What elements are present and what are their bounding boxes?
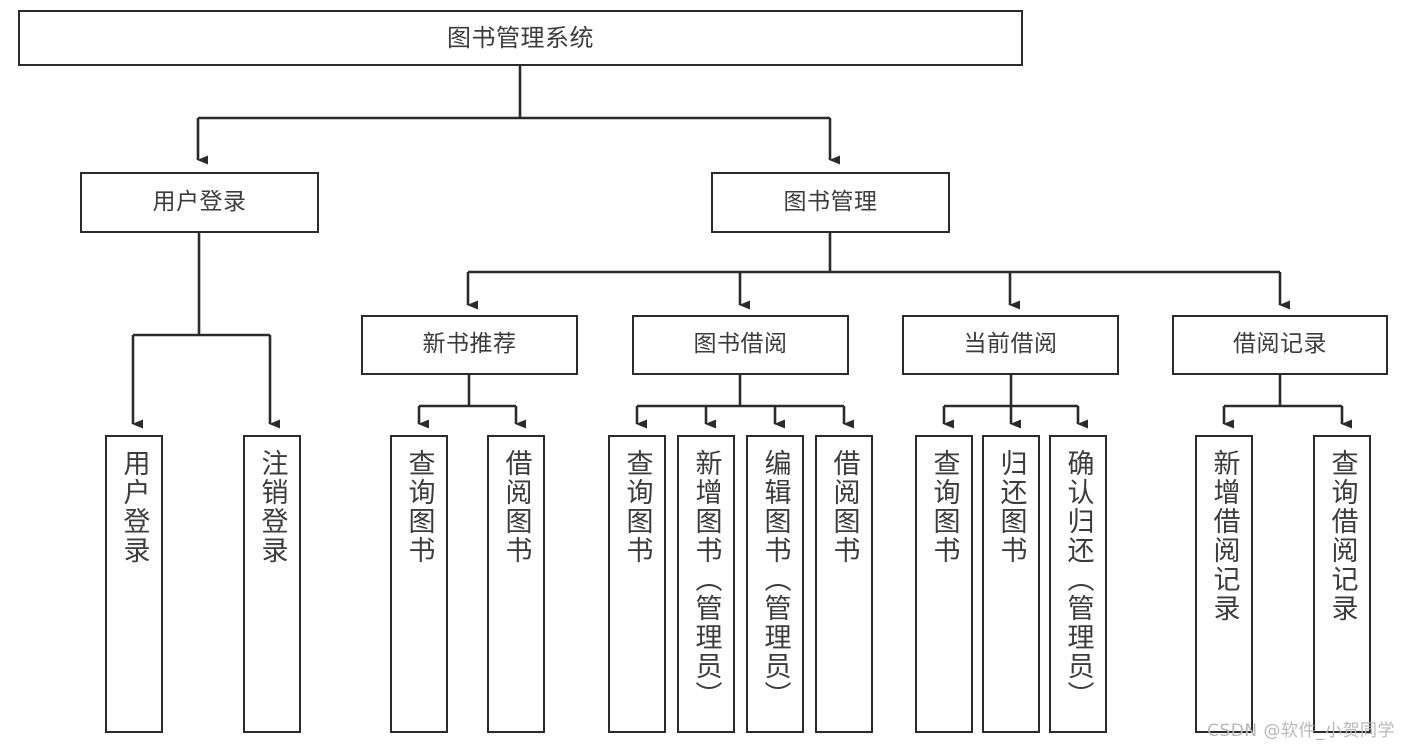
leaf-user-login-logout-label: 注销登录 [256, 449, 288, 565]
node-root-label: 图书管理系统 [447, 23, 594, 52]
node-current-borrow[interactable]: 当前借阅 [902, 315, 1119, 375]
node-book-borrow-label: 图书借阅 [693, 331, 788, 358]
leaf-book-borrow-query[interactable]: 查询图书 [608, 435, 666, 733]
node-new-book-recommend[interactable]: 新书推荐 [361, 315, 578, 375]
node-root[interactable]: 图书管理系统 [18, 10, 1023, 66]
leaf-borrow-record-add-label: 新增借阅记录 [1208, 449, 1240, 623]
node-current-borrow-label: 当前借阅 [963, 331, 1058, 358]
leaf-book-borrow-edit[interactable]: 编辑图书（管理员） [746, 435, 804, 733]
leaf-current-borrow-query-label: 查询图书 [928, 449, 960, 565]
node-user-login-label: 用户登录 [152, 188, 247, 215]
watermark: CSDN @软件_小贺同学 [1207, 721, 1395, 741]
node-new-book-recommend-label: 新书推荐 [422, 331, 517, 358]
leaf-current-borrow-return[interactable]: 归还图书 [982, 435, 1040, 733]
leaf-book-borrow-add-label: 新增图书（管理员） [690, 449, 722, 710]
node-book-management[interactable]: 图书管理 [711, 172, 950, 233]
leaf-new-book-borrow-label: 借阅图书 [500, 449, 532, 565]
leaf-current-borrow-return-label: 归还图书 [995, 449, 1027, 565]
leaf-user-login-logout[interactable]: 注销登录 [243, 435, 301, 733]
node-book-borrow[interactable]: 图书借阅 [632, 315, 849, 375]
leaf-current-borrow-confirm-return-label: 确认归还（管理员） [1062, 449, 1094, 710]
leaf-user-login-login[interactable]: 用户登录 [105, 435, 163, 733]
node-user-login[interactable]: 用户登录 [80, 172, 319, 233]
leaf-new-book-query[interactable]: 查询图书 [390, 435, 448, 733]
node-book-management-label: 图书管理 [783, 188, 878, 215]
leaf-borrow-record-query-label: 查询借阅记录 [1326, 449, 1358, 623]
leaf-book-borrow-add[interactable]: 新增图书（管理员） [677, 435, 735, 733]
leaf-current-borrow-query[interactable]: 查询图书 [915, 435, 973, 733]
leaf-new-book-borrow[interactable]: 借阅图书 [487, 435, 545, 733]
leaf-current-borrow-confirm-return[interactable]: 确认归还（管理员） [1049, 435, 1107, 733]
leaf-new-book-query-label: 查询图书 [403, 449, 435, 565]
leaf-user-login-login-label: 用户登录 [118, 449, 150, 565]
leaf-book-borrow-query-label: 查询图书 [621, 449, 653, 565]
leaf-book-borrow-borrow[interactable]: 借阅图书 [815, 435, 873, 733]
leaf-book-borrow-edit-label: 编辑图书（管理员） [759, 449, 791, 710]
leaf-book-borrow-borrow-label: 借阅图书 [828, 449, 860, 565]
leaf-borrow-record-add[interactable]: 新增借阅记录 [1195, 435, 1253, 733]
node-borrow-record[interactable]: 借阅记录 [1172, 315, 1388, 375]
node-borrow-record-label: 借阅记录 [1233, 331, 1327, 358]
leaf-borrow-record-query[interactable]: 查询借阅记录 [1313, 435, 1371, 733]
